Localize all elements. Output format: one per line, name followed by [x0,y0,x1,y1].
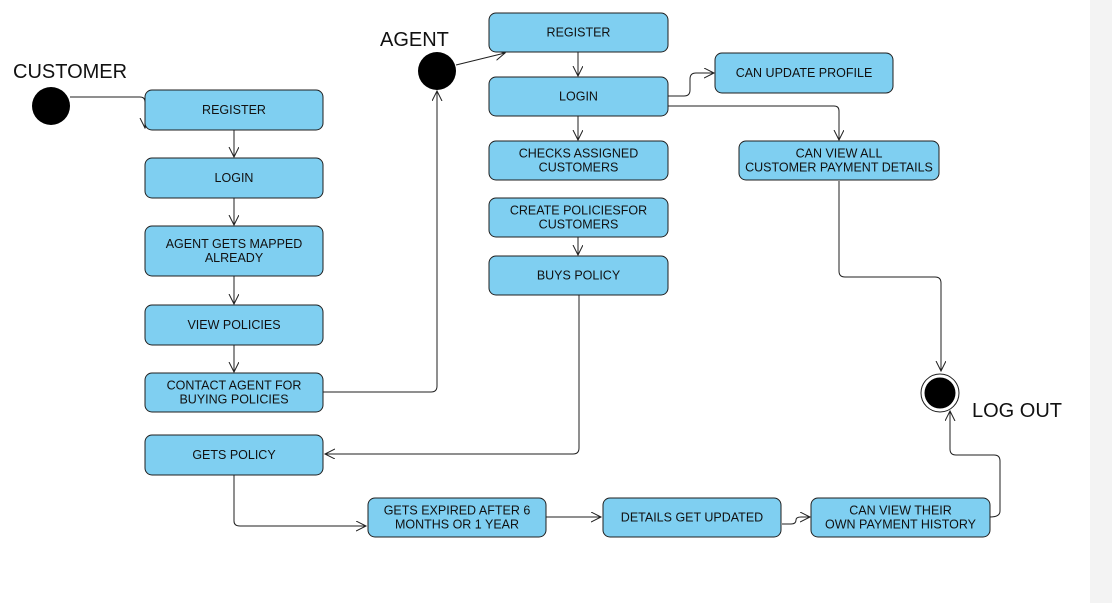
edge-view-all-to-logout [838,181,941,371]
node-label-line: CUSTOMERS [539,218,619,232]
node-box [810,497,991,538]
edge-a-login-to-view-all [668,105,839,140]
node-label-line: BUYING POLICIES [179,393,288,407]
scroll-gutter [1090,0,1112,603]
node-c-gets-policy: GETS POLICY [144,434,324,476]
customer-start-node [32,87,70,125]
node-box [488,12,669,53]
node-c-view-policies: VIEW POLICIES [144,304,324,346]
node-box [488,140,669,181]
node-c-login: LOGIN [144,157,324,199]
node-box [144,434,324,476]
node-details-updated: DETAILS GET UPDATED [602,497,782,538]
edge-agent-start-to-register [455,53,505,66]
node-box [738,140,940,181]
node-label-line: MONTHS OR 1 YEAR [395,518,519,532]
node-box [144,89,324,131]
node-box [144,304,324,346]
edges [70,52,1001,526]
node-label-line: DETAILS GET UPDATED [621,511,763,525]
node-box [488,76,669,117]
node-box [144,225,324,277]
node-label-line: REGISTER [202,103,266,117]
node-label-line: AGENT GETS MAPPED [166,237,303,251]
node-label-line: CUSTOMERS [539,161,619,175]
node-label-line: CONTACT AGENT FOR [167,379,302,393]
node-label-line: CUSTOMER PAYMENT DETAILS [745,161,933,175]
node-label-line: CAN UPDATE PROFILE [736,66,873,80]
node-box [144,372,324,413]
node-label-line: LOGIN [215,171,254,185]
node-label-line: OWN PAYMENT HISTORY [825,518,977,532]
edge-contact-to-agent-start [323,91,437,393]
node-label-line: CREATE POLICIESFOR [510,204,647,218]
node-label-line: REGISTER [547,26,611,40]
edge-customer-start-to-register [70,96,145,128]
node-label-line: CHECKS ASSIGNED [519,147,638,161]
node-label-line: BUYS POLICY [537,269,621,283]
node-box [602,497,782,538]
agent-label: AGENT [380,29,449,51]
logout-end-node [920,373,960,413]
edge-a-login-to-update-profile [668,73,714,97]
node-label-line: CAN VIEW THEIR [849,504,952,518]
logout-label: LOG OUT [972,400,1062,422]
node-box [488,197,669,238]
node-label-line: ALREADY [205,251,264,265]
node-box [488,255,669,296]
node-label-line: CAN VIEW ALL [796,147,883,161]
agent-start-node [418,52,456,90]
node-box [714,52,894,94]
node-a-register: REGISTER [488,12,669,53]
node-label-line: GETS POLICY [192,448,276,462]
node-c-register: REGISTER [144,89,324,131]
node-a-buys-policy: BUYS POLICY [488,255,669,296]
node-box [367,497,547,538]
edge-history-to-logout [950,411,1001,518]
node-a-update-profile: CAN UPDATE PROFILE [714,52,894,94]
edge-gets-policy-to-expired [233,475,366,526]
node-box [144,157,324,199]
node-label-line: VIEW POLICIES [187,318,280,332]
edge-details-to-history [782,517,810,525]
edge-buys-to-gets-policy [325,295,580,454]
node-label-line: LOGIN [559,90,598,104]
node-a-login: LOGIN [488,76,669,117]
node-label-line: GETS EXPIRED AFTER 6 [384,504,531,518]
customer-label: CUSTOMER [13,61,127,83]
